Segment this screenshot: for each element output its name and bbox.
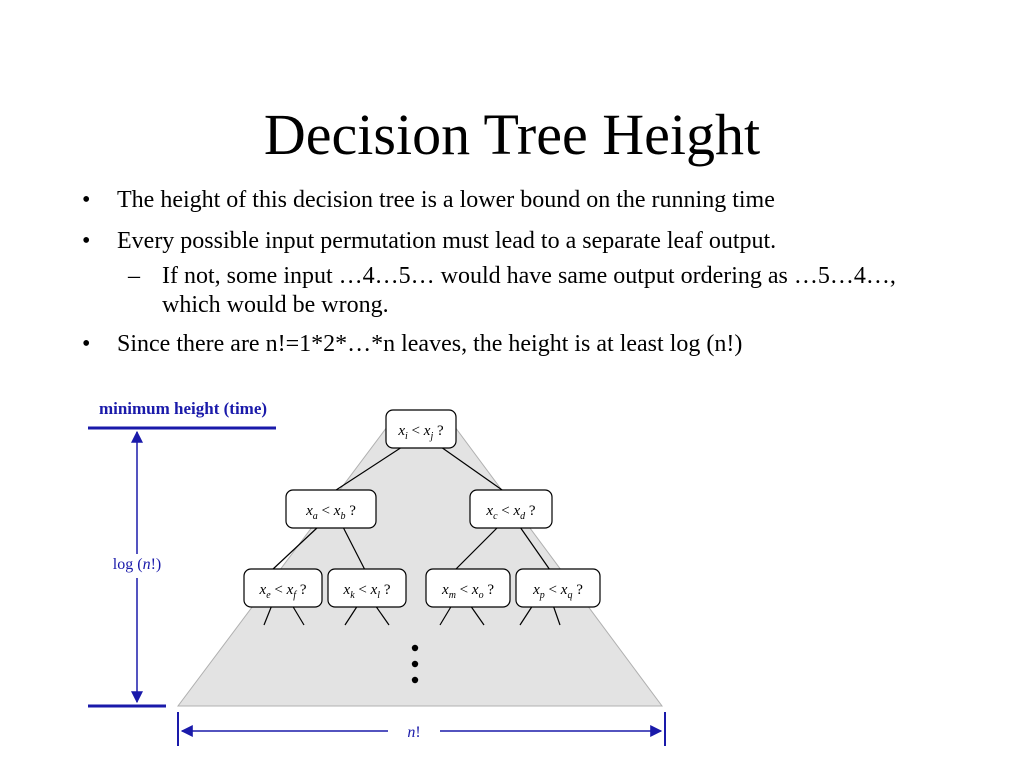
tree-node-root: xi < xj ? [385, 409, 457, 449]
tree-region [177, 422, 663, 707]
svg-text:xp < xq ?: xp < xq ? [532, 582, 583, 601]
svg-text:xa < xb ?: xa < xb ? [305, 503, 356, 522]
bullet-text: Since there are n!=1*2*…*n leaves, the h… [117, 331, 743, 357]
svg-text:xe < xf ?: xe < xf ? [259, 582, 307, 601]
svg-text:xi < xj ?: xi < xj ? [397, 423, 444, 442]
bullet-mark: • [82, 228, 91, 254]
sub-bullet-item: – If not, some input …4…5… would have sa… [82, 262, 982, 320]
bullet-list: • The height of this decision tree is a … [82, 186, 982, 371]
tree-node-left: xa < xb ? [285, 489, 377, 529]
sub-bullet-mark: – [128, 263, 140, 289]
bullet-mark: • [82, 187, 91, 213]
tree-node-rr: xp < xq ? [515, 568, 601, 608]
svg-text:xc < xd ?: xc < xd ? [485, 503, 536, 522]
log-n-label: log (n!) [113, 556, 161, 573]
svg-text:xk < xl ?: xk < xl ? [343, 582, 391, 601]
tree-edges [263, 446, 561, 626]
tree-node-rl: xm < xo ? [425, 568, 511, 608]
tree-node-lr: xk < xl ? [327, 568, 407, 608]
bullet-item: • Every possible input permutation must … [82, 227, 982, 256]
bullet-item: • The height of this decision tree is a … [82, 186, 982, 215]
bullet-mark: • [82, 331, 91, 357]
bullet-item: • Since there are n!=1*2*…*n leaves, the… [82, 330, 982, 359]
decision-tree-diagram: xi < xj ? xa < xb ? xc < xd ? xe < xf ? … [88, 399, 666, 746]
min-height-label: minimum height (time) [99, 399, 267, 418]
bullet-text: Every possible input permutation must le… [117, 228, 777, 254]
bullet-text: The height of this decision tree is a lo… [117, 187, 775, 213]
tree-node-ll: xe < xf ? [243, 568, 323, 608]
svg-text:xm < xo ?: xm < xo ? [441, 582, 494, 601]
n-factorial-label: n! [407, 724, 420, 741]
slide-title: Decision Tree Height [263, 102, 761, 167]
tree-node-right: xc < xd ? [469, 489, 553, 529]
ellipsis-dots [411, 644, 419, 684]
sub-bullet-text: If not, some input …4…5… would have same… [162, 263, 896, 318]
